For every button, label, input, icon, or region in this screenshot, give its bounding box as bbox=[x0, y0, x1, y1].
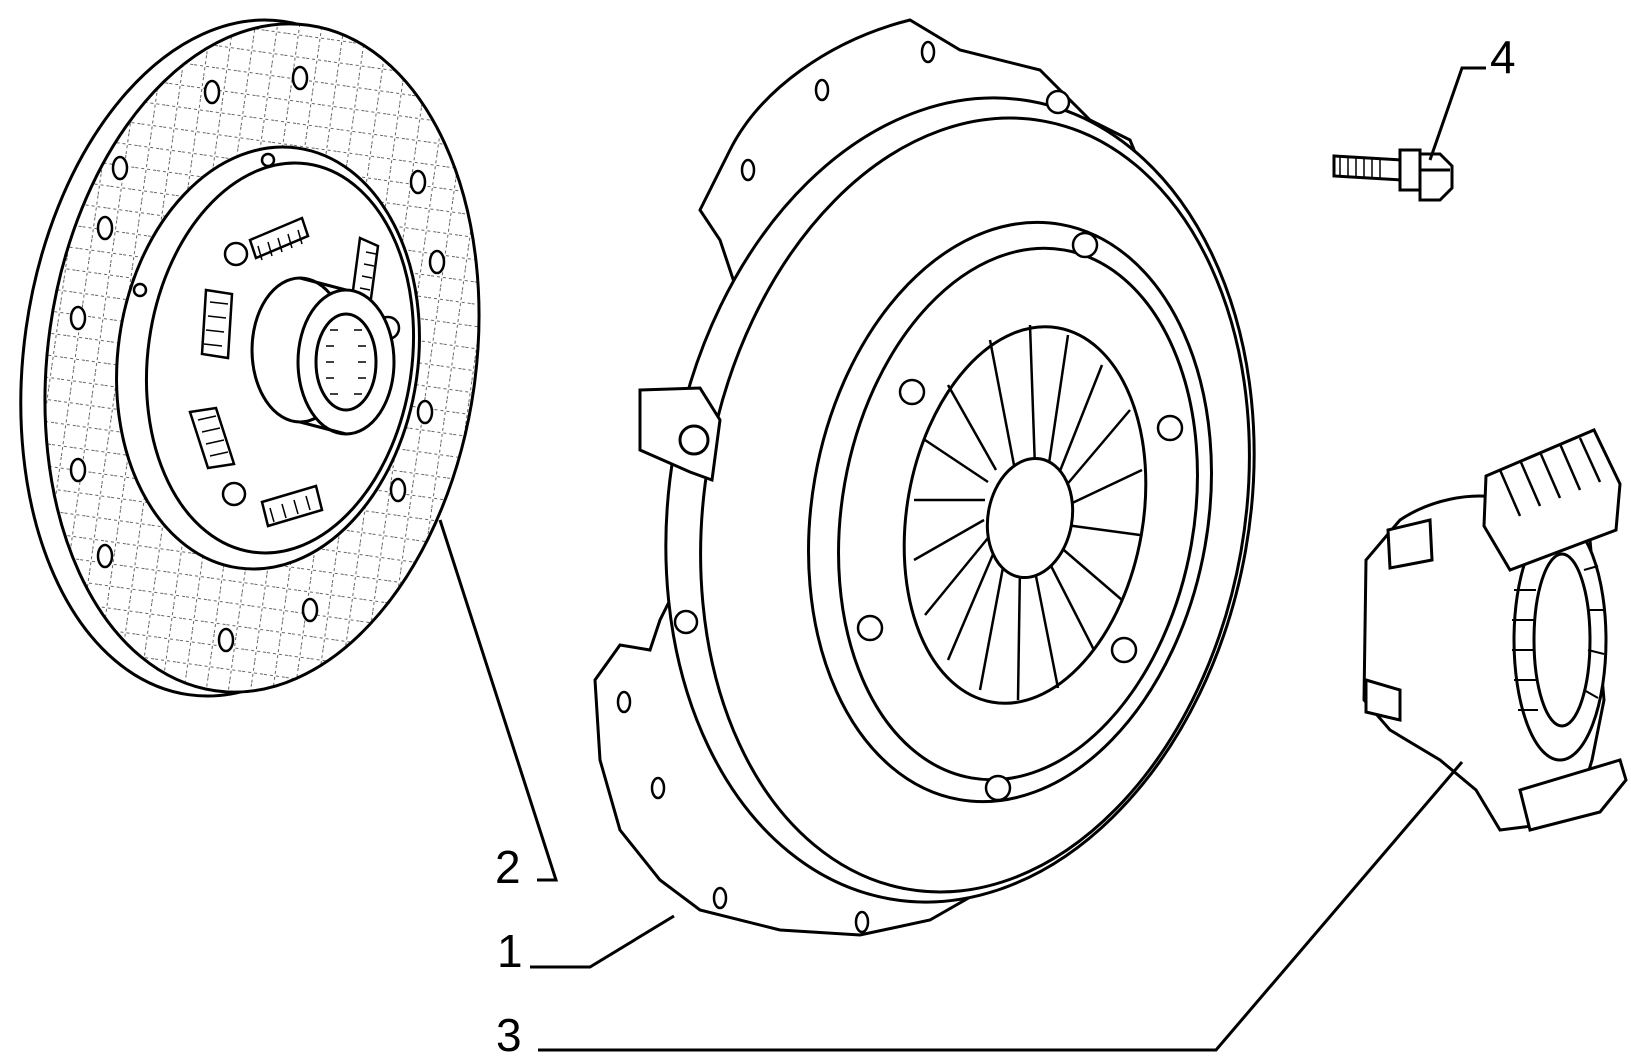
leader-lines bbox=[440, 68, 1486, 1050]
leader-line-1 bbox=[530, 916, 674, 967]
clutch-pressure-plate bbox=[595, 20, 1316, 949]
clutch-disc bbox=[0, 0, 521, 724]
callout-label-3: 3 bbox=[496, 1009, 522, 1061]
callout-label-4: 4 bbox=[1490, 31, 1516, 83]
leader-line-4 bbox=[1430, 68, 1486, 160]
bolt bbox=[1334, 150, 1452, 200]
leader-line-2 bbox=[440, 520, 556, 880]
release-bearing bbox=[1364, 430, 1626, 830]
callout-label-1: 1 bbox=[497, 925, 523, 977]
leader-line-3 bbox=[538, 762, 1462, 1050]
callout-label-2: 2 bbox=[495, 841, 521, 893]
